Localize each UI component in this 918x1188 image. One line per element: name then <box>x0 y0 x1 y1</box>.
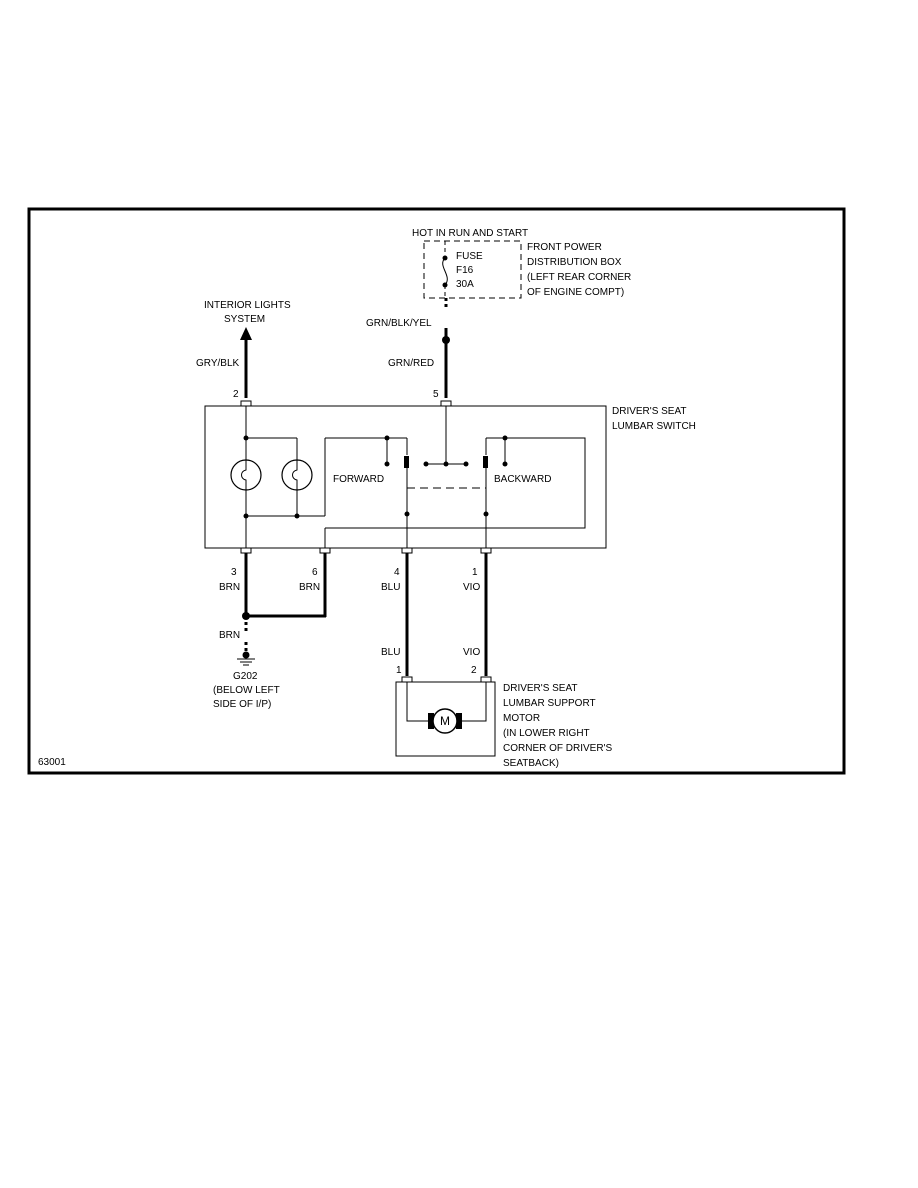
motor-label-6: SEATBACK) <box>503 758 559 769</box>
ground-label-2: SIDE OF I/P) <box>213 699 271 710</box>
box-label-3: (LEFT REAR CORNER <box>527 272 631 283</box>
arrow-up-icon <box>240 327 252 340</box>
wire-label-grn-blk-yel: GRN/BLK/YEL <box>366 318 432 329</box>
box-label-4: OF ENGINE COMPT) <box>527 287 624 298</box>
motor-circuit: 4 BLU BLU 1 VIO VIO 1 2 M DRIVER'S SEAT … <box>381 553 612 769</box>
wire-label-blu-pin4: BLU <box>381 582 400 593</box>
motor-icon: M <box>428 708 462 734</box>
wire-label-grn-red: GRN/RED <box>388 358 434 369</box>
motor-label-3: MOTOR <box>503 713 540 724</box>
backward-label: BACKWARD <box>494 474 551 485</box>
motor-pin-2: 2 <box>471 665 477 676</box>
wire-label-brn-pin6: BRN <box>299 582 320 593</box>
connector-icon <box>240 548 252 554</box>
motor-label-4: (IN LOWER RIGHT <box>503 728 590 739</box>
switch-label-1: DRIVER'S SEAT <box>612 406 687 417</box>
connector-icon <box>401 548 413 554</box>
figure-id: 63001 <box>38 757 66 768</box>
motor-label-5: CORNER OF DRIVER'S <box>503 743 612 754</box>
wire-label-blu-motor: BLU <box>381 647 400 658</box>
lumbar-switch: DRIVER'S SEAT LUMBAR SWITCH FORWARD <box>204 405 696 549</box>
fuse-icon <box>442 257 448 286</box>
fuse-label: FUSE <box>456 251 483 262</box>
connector-icon <box>480 548 492 554</box>
power-feed-wire: GRN/BLK/YEL GRN/RED <box>366 298 450 398</box>
switch-top-connectors: 2 5 <box>233 389 452 406</box>
fuse-box-outline <box>423 240 522 299</box>
fuse-number: F16 <box>456 265 474 276</box>
pin-number-4: 4 <box>394 567 400 578</box>
switch-label-2: LUMBAR SWITCH <box>612 421 696 432</box>
backward-switch-contact <box>483 456 488 468</box>
connector-icon <box>440 400 452 406</box>
diagram-frame <box>27 207 846 775</box>
forward-label: FORWARD <box>333 474 384 485</box>
box-label-1: FRONT POWER <box>527 242 602 253</box>
interior-lights-label-1: INTERIOR LIGHTS <box>204 300 291 311</box>
motor-outline <box>395 681 496 757</box>
lamp-icon <box>281 459 313 491</box>
ground-icon <box>237 658 255 666</box>
pin-number-6: 6 <box>312 567 318 578</box>
interior-lights-label-2: SYSTEM <box>224 314 265 325</box>
interior-lights-feed: INTERIOR LIGHTS SYSTEM GRY/BLK <box>196 300 291 398</box>
wire-label-vio-motor: VIO <box>463 647 480 658</box>
wire-label-gry-blk: GRY/BLK <box>196 358 239 369</box>
fuse-rating: 30A <box>456 279 474 290</box>
connector-icon <box>240 400 252 406</box>
motor-symbol: M <box>440 714 450 728</box>
pin-number-3: 3 <box>231 567 237 578</box>
box-label-2: DISTRIBUTION BOX <box>527 257 622 268</box>
pin-number-5: 5 <box>433 389 439 400</box>
power-source-label: HOT IN RUN AND START <box>412 228 528 239</box>
connector-icon <box>480 676 492 682</box>
motor-label-2: LUMBAR SUPPORT <box>503 698 596 709</box>
ground-id: G202 <box>233 671 258 682</box>
wire-label-brn-ground: BRN <box>219 630 240 641</box>
motor-label-1: DRIVER'S SEAT <box>503 683 578 694</box>
motor-pin-1: 1 <box>396 665 402 676</box>
switch-bottom-connectors <box>240 528 492 554</box>
wire-label-brn-pin3: BRN <box>219 582 240 593</box>
power-distribution-box: HOT IN RUN AND START FUSE F16 30A FRONT … <box>412 228 631 299</box>
switch-outline <box>204 405 607 549</box>
pin-number-2: 2 <box>233 389 239 400</box>
pin-number-1: 1 <box>472 567 478 578</box>
wire-label-vio-pin1: VIO <box>463 582 480 593</box>
forward-switch-contact <box>404 456 409 468</box>
lamp-icon <box>230 459 262 491</box>
ground-circuit: 3 BRN 6 BRN BRN G202 (BELOW LEFT SIDE OF… <box>213 553 327 710</box>
ground-label-1: (BELOW LEFT <box>213 685 280 696</box>
connector-icon <box>319 548 331 554</box>
connector-icon <box>401 676 413 682</box>
